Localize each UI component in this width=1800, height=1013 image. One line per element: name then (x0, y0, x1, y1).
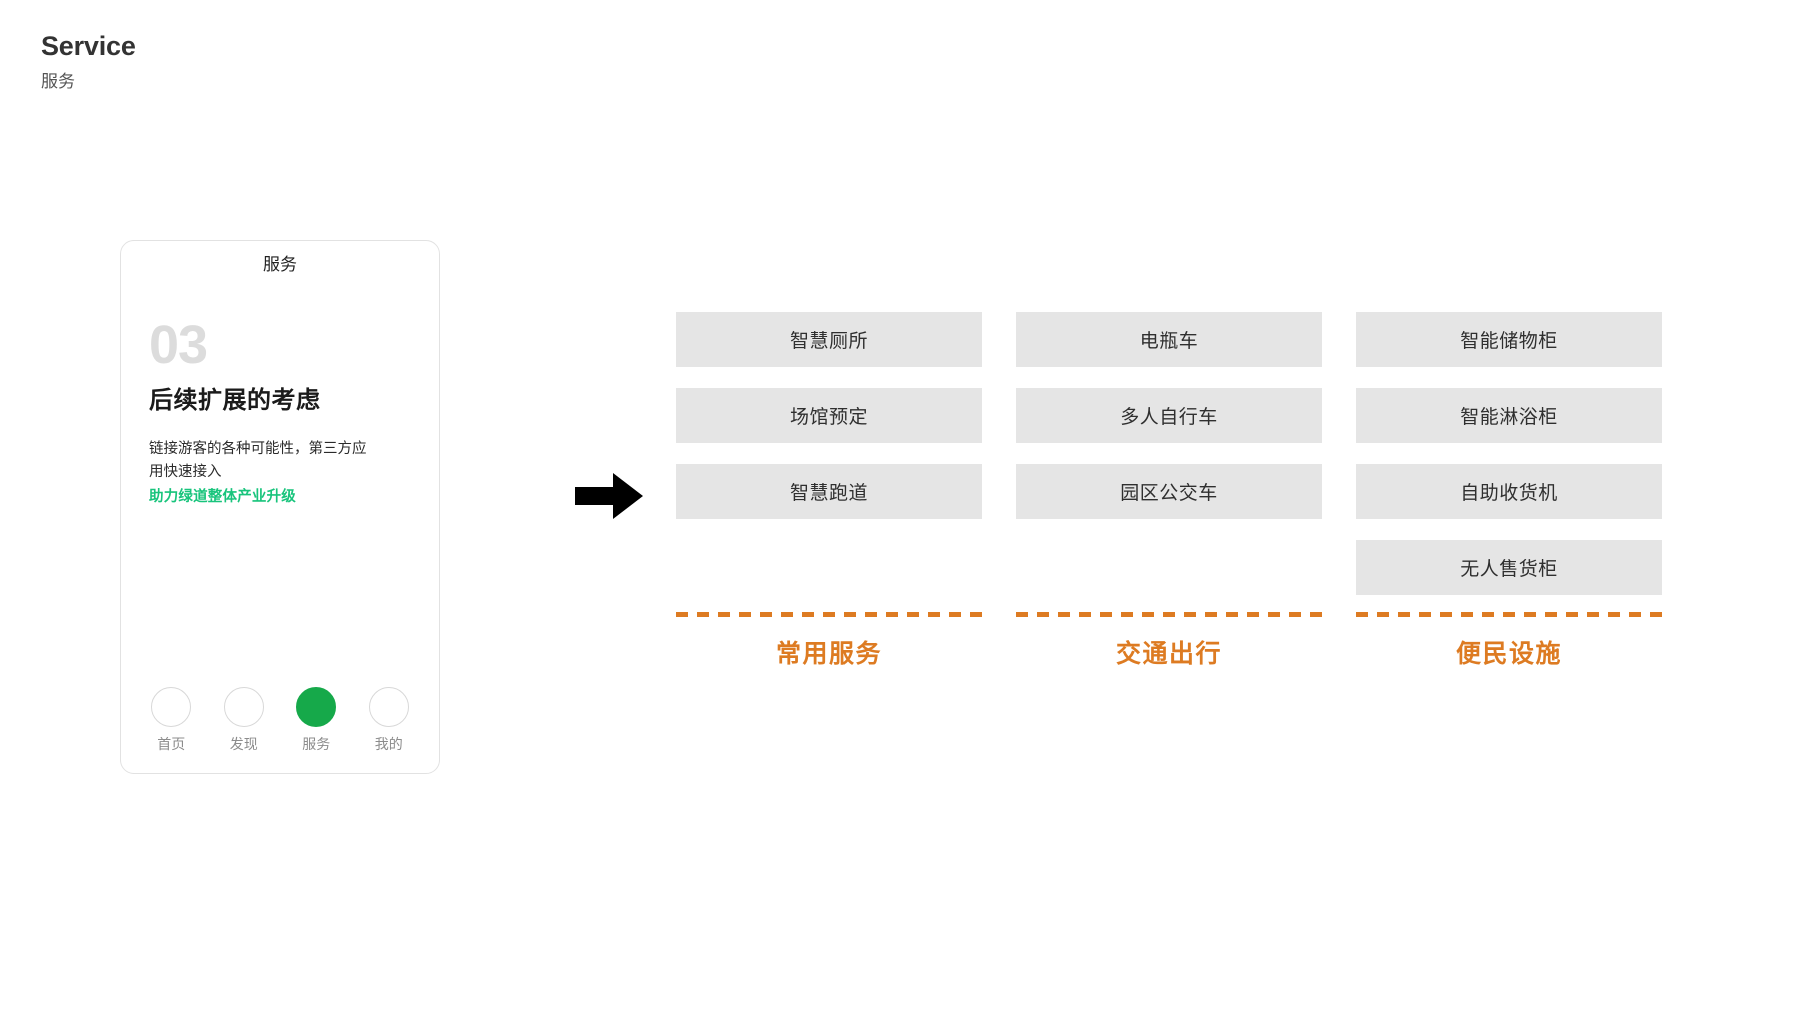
phone-tab-bar: 首页 发现 服务 我的 (121, 687, 439, 751)
service-chip[interactable]: 智慧厕所 (676, 312, 982, 367)
tab-item-service[interactable]: 服务 (288, 687, 344, 751)
dashed-divider (676, 612, 982, 617)
dashed-divider (1356, 612, 1662, 617)
phone-screen-body: 03 后续扩展的考虑 链接游客的各种可能性，第三方应用快速接入 助力绿道整体产业… (121, 287, 439, 509)
service-chip[interactable]: 多人自行车 (1016, 388, 1322, 443)
circle-outline-icon (223, 687, 264, 727)
tab-item-home[interactable]: 首页 (143, 687, 199, 751)
tab-label-service: 服务 (302, 736, 331, 752)
tab-item-discover[interactable]: 发现 (216, 687, 272, 751)
chip-list-common: 智慧厕所 场馆预定 智慧跑道 (676, 312, 982, 612)
service-chip[interactable]: 无人售货柜 (1356, 540, 1662, 595)
chip-list-facilities: 智能储物柜 智能淋浴柜 自助收货机 无人售货柜 (1356, 312, 1662, 612)
tab-label-mine: 我的 (374, 736, 403, 752)
column-footer-common: 常用服务 (676, 612, 982, 669)
tab-item-mine[interactable]: 我的 (361, 687, 417, 751)
phone-mockup-card: 服务 03 后续扩展的考虑 链接游客的各种可能性，第三方应用快速接入 助力绿道整… (120, 240, 440, 774)
column-title-transport: 交通出行 (1115, 640, 1222, 668)
service-column-transport: 电瓶车 多人自行车 园区公交车 交通出行 (1016, 312, 1322, 669)
page-title-cn: 服务 (41, 71, 75, 91)
page-header: Service 服务 (41, 30, 136, 95)
arrow-right-icon (575, 470, 645, 522)
dashed-divider (1016, 612, 1322, 617)
circle-filled-icon (296, 687, 337, 727)
service-chip[interactable]: 电瓶车 (1016, 312, 1322, 367)
tab-label-home: 首页 (157, 736, 186, 752)
service-chip[interactable]: 智能淋浴柜 (1356, 388, 1662, 443)
column-title-common: 常用服务 (775, 640, 882, 668)
phone-screen-title: 服务 (263, 254, 297, 274)
column-title-facilities: 便民设施 (1455, 640, 1562, 668)
step-heading: 后续扩展的考虑 (149, 386, 321, 414)
service-columns: 智慧厕所 场馆预定 智慧跑道 常用服务 电瓶车 多人自行车 园区公交车 交通出行… (676, 312, 1664, 669)
phone-status-bar: 服务 (121, 241, 439, 287)
service-chip[interactable]: 自助收货机 (1356, 464, 1662, 519)
service-chip[interactable]: 智能储物柜 (1356, 312, 1662, 367)
service-column-common: 智慧厕所 场馆预定 智慧跑道 常用服务 (676, 312, 982, 669)
circle-outline-icon (368, 687, 409, 727)
service-column-facilities: 智能储物柜 智能淋浴柜 自助收货机 无人售货柜 便民设施 (1356, 312, 1662, 669)
service-chip[interactable]: 场馆预定 (676, 388, 982, 443)
column-footer-transport: 交通出行 (1016, 612, 1322, 669)
column-footer-facilities: 便民设施 (1356, 612, 1662, 669)
page-title-en: Service (41, 31, 136, 61)
service-chip[interactable]: 智慧跑道 (676, 464, 982, 519)
chip-list-transport: 电瓶车 多人自行车 园区公交车 (1016, 312, 1322, 612)
service-chip[interactable]: 园区公交车 (1016, 464, 1322, 519)
step-number: 03 (149, 315, 208, 375)
circle-outline-icon (151, 687, 192, 727)
tab-label-discover: 发现 (229, 736, 258, 752)
step-highlight-text: 助力绿道整体产业升级 (149, 488, 296, 505)
step-description: 链接游客的各种可能性，第三方应用快速接入 (149, 440, 367, 481)
